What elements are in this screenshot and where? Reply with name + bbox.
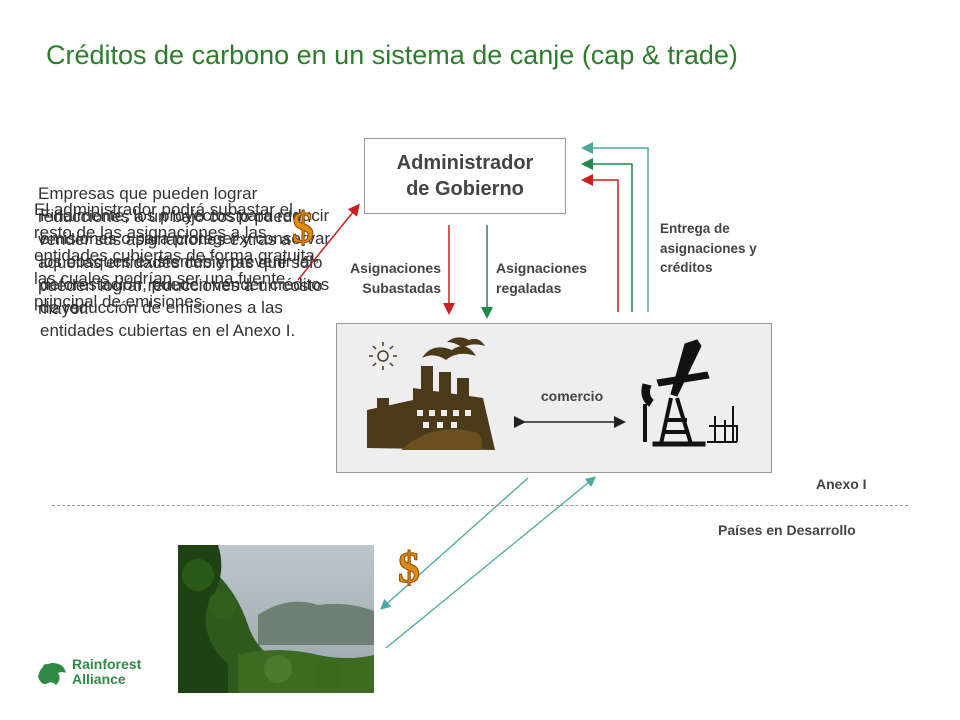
gov-line1: Administrador	[396, 152, 534, 174]
rainforest-alliance-logo: Rainforest Alliance	[34, 655, 141, 689]
delivery-line3: créditos	[660, 260, 713, 276]
forest-photo	[178, 545, 374, 693]
frog-logo-icon	[38, 663, 66, 685]
auctioned-line2: Subastadas	[362, 280, 441, 297]
gifted-line2: regaladas	[496, 280, 562, 297]
delivery-arrow-red	[581, 174, 619, 312]
government-administrator-box: Administrador de Gobierno	[364, 138, 566, 214]
delivery-line2: asignaciones y	[660, 240, 757, 256]
text-block-b: El administrador podrá subastar el resto…	[34, 200, 320, 311]
industry-graphics	[367, 337, 738, 450]
left-to-gov-arrow	[297, 203, 360, 281]
region-divider	[52, 505, 908, 506]
annex-label: Anexo I	[816, 476, 867, 492]
gifted-label: Asignaciones regaladas	[496, 258, 587, 299]
logo-line2: Alliance	[72, 671, 126, 687]
delivery-arrow-green	[581, 158, 633, 312]
gov-line2: de Gobierno	[406, 178, 524, 200]
covered-entities-box: comercio	[336, 323, 772, 473]
page-title: Créditos de carbono en un sistema de can…	[46, 40, 738, 70]
oil-pump-icon	[641, 339, 738, 447]
auctioned-label: Asignaciones Subastadas	[326, 258, 441, 299]
forest-to-industry-arrow	[385, 476, 597, 649]
text-block-a: Empresas que pueden lograr reducciones a…	[38, 184, 323, 318]
factory-icon	[367, 337, 495, 450]
text-block-c: Finalmente, los proyectos para reducir e…	[40, 206, 331, 340]
gifted-line1: Asignaciones	[496, 260, 588, 276]
developing-label: Países en Desarrollo	[718, 522, 856, 538]
industry-to-forest-arrow	[380, 477, 529, 610]
delivery-arrow-teal	[581, 142, 649, 312]
delivery-label: Entrega de asignaciones y créditos	[660, 219, 757, 278]
trade-label: comercio	[540, 388, 604, 404]
delivery-line1: Entrega de	[660, 221, 730, 236]
logo-line1: Rainforest	[72, 655, 142, 672]
auctioned-line1: Asignaciones	[349, 260, 441, 276]
